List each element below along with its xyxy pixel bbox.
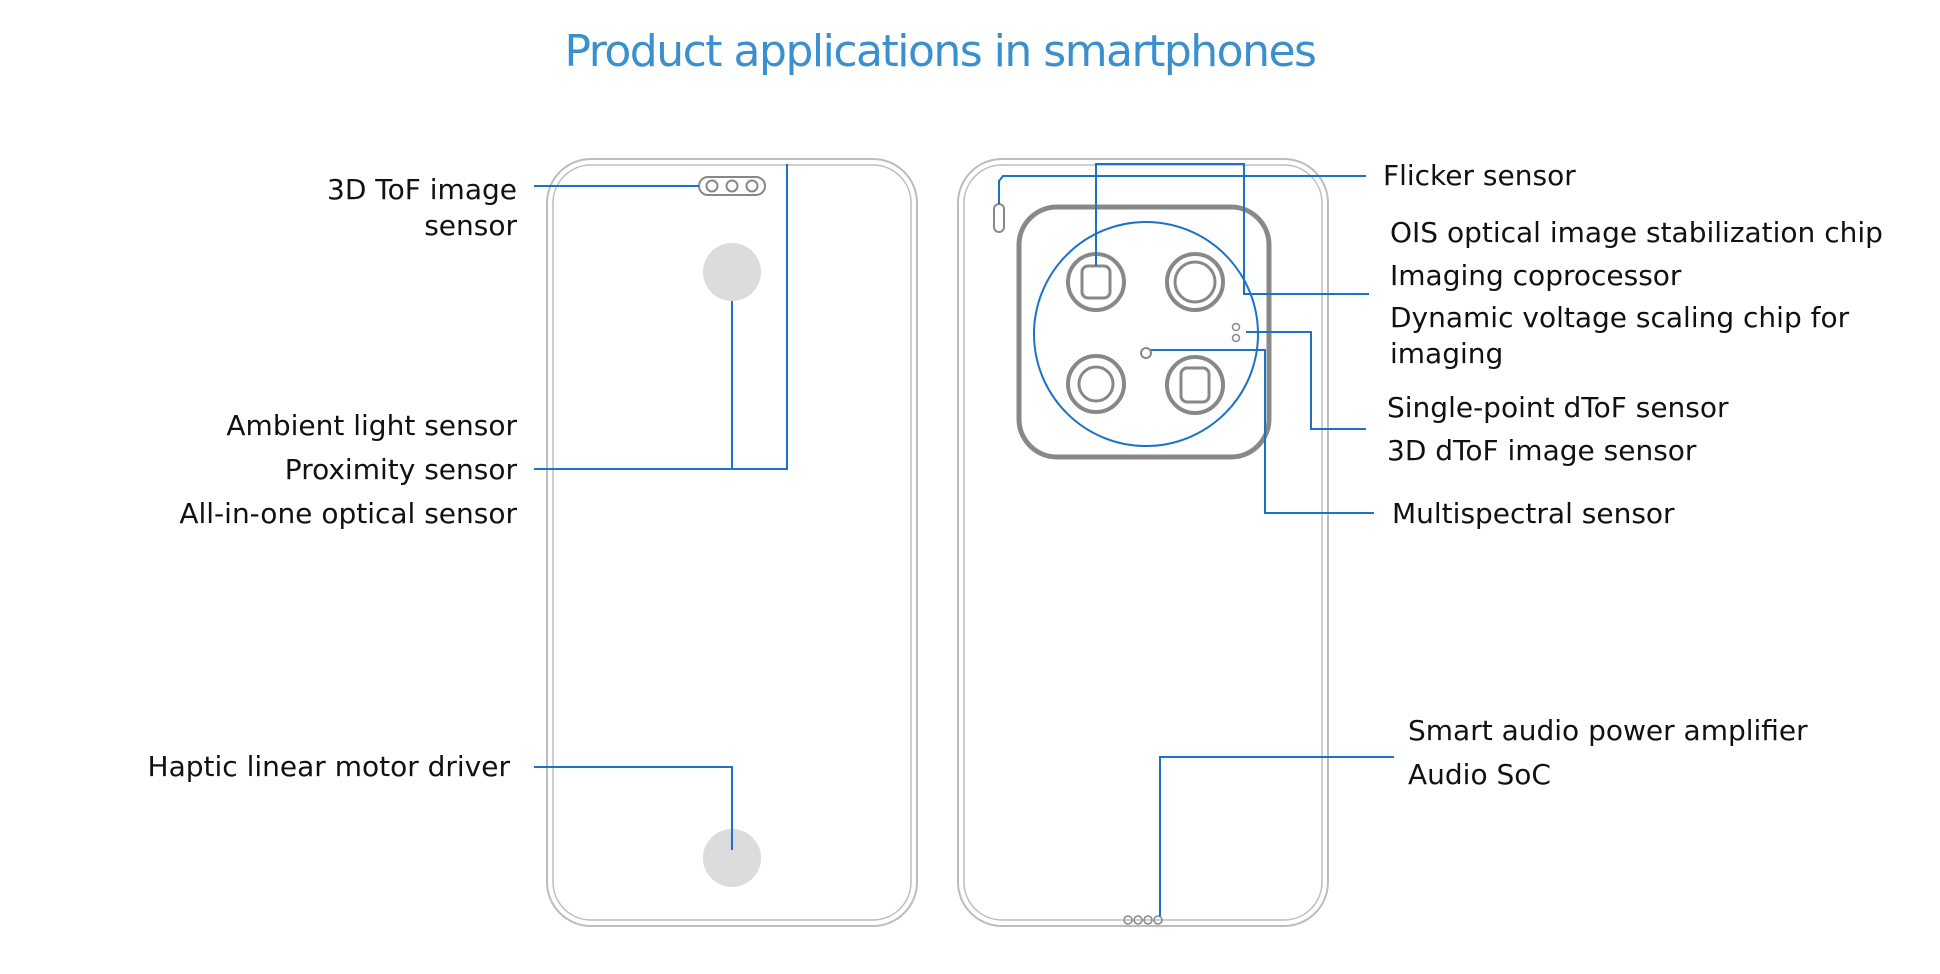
audio-leader-line [1159, 756, 1394, 916]
flicker-sensor-label: Flicker sensor [1383, 159, 1576, 192]
3d-dtof-image-sensor-label: 3D dToF image sensor [1387, 434, 1697, 467]
tof-lens-icon [745, 179, 759, 193]
lens-inner-ring-icon [1173, 260, 1217, 304]
front-phone-outer-outline [546, 158, 918, 927]
dtof-sensor-dot [1231, 322, 1241, 332]
haptic-leader-line [534, 766, 733, 850]
imaging-chips-leader-line [1095, 163, 1369, 295]
back-phone [957, 158, 1329, 927]
optical-sensor-dot [703, 243, 761, 301]
tof-label-line2: sensor [424, 209, 517, 242]
tof-lens-icon [705, 179, 719, 193]
audio-soc-label: Audio SoC [1408, 758, 1551, 791]
lens-square-icon [1179, 366, 1211, 404]
dtof-leader-line [1246, 331, 1366, 430]
optical-sensor-leader-line [534, 164, 788, 470]
flicker-leader-line [998, 175, 1366, 204]
tof-lens-icon [725, 179, 739, 193]
diagram-title: Product applications in smartphones [564, 26, 1317, 77]
ambient-light-sensor-label: Ambient light sensor [226, 409, 517, 442]
back-phone-outer-outline [957, 158, 1329, 927]
front-phone-inner-outline [552, 164, 912, 921]
dtof-sensor-dot [1231, 333, 1241, 343]
leader-lines [534, 163, 1394, 916]
flicker-sensor-slot [993, 203, 1005, 233]
imaging-coprocessor-label: Imaging coprocessor [1390, 259, 1682, 292]
dvs-label-line2: imaging [1390, 337, 1504, 370]
camera-lens-icon [1066, 354, 1126, 414]
camera-lens-icon [1165, 252, 1225, 312]
haptic-motor-driver-label: Haptic linear motor driver [147, 750, 510, 783]
camera-lens-icon [1165, 355, 1225, 415]
camera-module [1016, 204, 1272, 460]
ois-chip-label: OIS optical image stabilization chip [1390, 216, 1883, 249]
speaker-hole-icon [1123, 915, 1133, 925]
smart-audio-amplifier-label: Smart audio power amplifier [1408, 714, 1808, 747]
haptic-motor-dot [703, 829, 761, 887]
front-phone [546, 158, 918, 927]
all-in-one-optical-sensor-label: All-in-one optical sensor [179, 497, 517, 530]
proximity-sensor-label: Proximity sensor [284, 453, 517, 486]
multispectral-sensor-dot [1140, 347, 1152, 359]
multispectral-leader-line [1151, 349, 1374, 514]
single-point-dtof-label: Single-point dToF sensor [1387, 391, 1729, 424]
camera-module-highlight-circle [1033, 221, 1259, 447]
speaker-hole-icon [1143, 915, 1153, 925]
lens-inner-ring-icon [1077, 365, 1115, 403]
multispectral-sensor-label: Multispectral sensor [1392, 497, 1675, 530]
speaker-hole-icon [1133, 915, 1143, 925]
speaker-hole-icon [1153, 915, 1163, 925]
tof-image-sensor-label: 3D ToF image sensor [327, 172, 517, 244]
lens-square-icon [1080, 264, 1112, 300]
dvs-label-line1: Dynamic voltage scaling chip for [1390, 301, 1850, 334]
tof-label-line1: 3D ToF image [327, 173, 517, 206]
dynamic-voltage-scaling-label: Dynamic voltage scaling chip for imaging [1390, 300, 1849, 372]
